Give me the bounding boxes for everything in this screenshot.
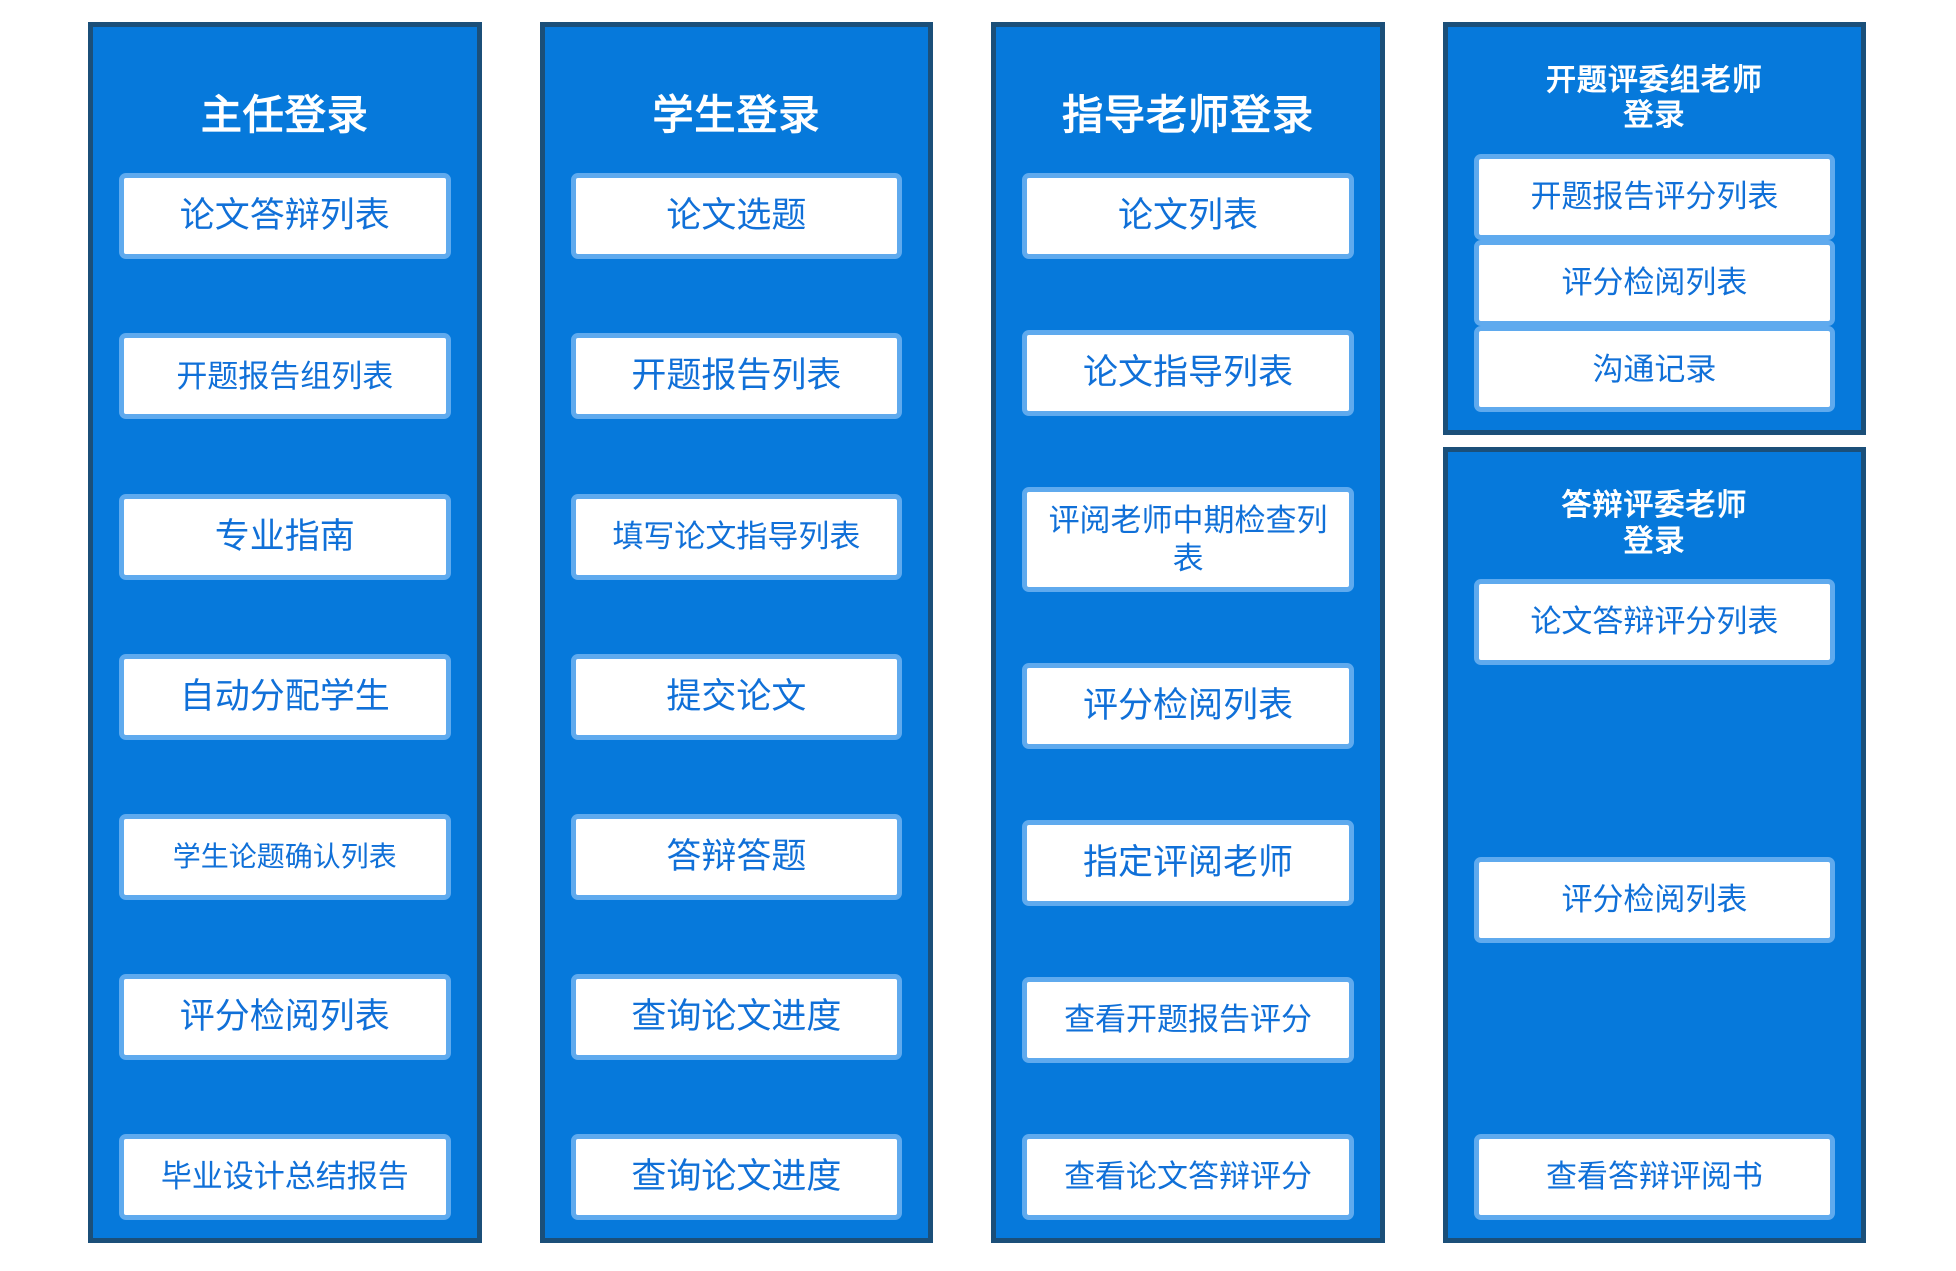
menu-item-reviewer-midterm-check-list[interactable]: 评阅老师中期检查列表	[1022, 487, 1354, 592]
menu-item-view-opening-report-score[interactable]: 查看开题报告评分	[1022, 976, 1354, 1063]
menu-item-auto-assign-students[interactable]: 自动分配学生	[119, 653, 451, 740]
menu-item-fill-thesis-guidance-list[interactable]: 填写论文指导列表	[570, 493, 903, 580]
menu-list-director: 论文答辩列表 开题报告组列表 专业指南 自动分配学生 学生论题确认列表 评分检阅…	[119, 173, 451, 1220]
menu-item-thesis-defense-score-list[interactable]: 论文答辩评分列表	[1473, 579, 1836, 666]
panel-student-login: 学生登录 论文选题 开题报告列表 填写论文指导列表 提交论文 答辩答题 查询论文…	[539, 22, 934, 1243]
menu-item-score-review-list[interactable]: 评分检阅列表	[1473, 856, 1836, 943]
panel-advisor-login: 指导老师登录 论文列表 论文指导列表 评阅老师中期检查列表 评分检阅列表 指定评…	[991, 22, 1385, 1243]
menu-item-communication-record[interactable]: 沟通记录	[1473, 326, 1836, 413]
column-director: 主任登录 论文答辩列表 开题报告组列表 专业指南 自动分配学生 学生论题确认列表…	[88, 22, 482, 1243]
menu-list-defense-review-committee: 论文答辩评分列表 评分检阅列表 查看答辩评阅书	[1473, 579, 1836, 1220]
panel-opening-review-committee-login: 开题评委组老师 登录 开题报告评分列表 评分检阅列表 沟通记录	[1442, 22, 1867, 436]
menu-item-query-thesis-progress-1[interactable]: 查询论文进度	[570, 973, 903, 1060]
menu-item-thesis-guidance-list[interactable]: 论文指导列表	[1022, 330, 1354, 417]
menu-item-thesis-defense-list[interactable]: 论文答辩列表	[119, 173, 451, 260]
panel-director-login: 主任登录 论文答辩列表 开题报告组列表 专业指南 自动分配学生 学生论题确认列表…	[88, 22, 482, 1243]
menu-item-opening-report-list[interactable]: 开题报告列表	[570, 333, 903, 420]
menu-item-score-review-list[interactable]: 评分检阅列表	[119, 973, 451, 1060]
column-advisor: 指导老师登录 论文列表 论文指导列表 评阅老师中期检查列表 评分检阅列表 指定评…	[991, 22, 1385, 1243]
menu-item-thesis-list[interactable]: 论文列表	[1022, 173, 1354, 260]
menu-item-student-topic-confirm-list[interactable]: 学生论题确认列表	[119, 813, 451, 900]
menu-item-graduation-design-summary-report[interactable]: 毕业设计总结报告	[119, 1133, 451, 1220]
panel-title-defense-review-committee: 答辩评委老师 登录	[1561, 489, 1748, 558]
menu-item-opening-report-group-list[interactable]: 开题报告组列表	[119, 333, 451, 420]
menu-item-query-thesis-progress-2[interactable]: 查询论文进度	[570, 1133, 903, 1220]
column-student: 学生登录 论文选题 开题报告列表 填写论文指导列表 提交论文 答辩答题 查询论文…	[539, 22, 934, 1243]
menu-item-defense-answer[interactable]: 答辩答题	[570, 813, 903, 900]
menu-item-assign-reviewer[interactable]: 指定评阅老师	[1022, 819, 1354, 906]
menu-item-thesis-topic-selection[interactable]: 论文选题	[570, 173, 903, 260]
panel-title-opening-review-committee: 开题评委组老师 登录	[1545, 64, 1763, 133]
menu-item-opening-report-score-list[interactable]: 开题报告评分列表	[1473, 153, 1836, 240]
panel-title-director: 主任登录	[200, 92, 369, 138]
menu-list-student: 论文选题 开题报告列表 填写论文指导列表 提交论文 答辩答题 查询论文进度 查询…	[570, 173, 903, 1220]
column-review-committees: 开题评委组老师 登录 开题报告评分列表 评分检阅列表 沟通记录 答辩评委老师 登…	[1442, 22, 1867, 1243]
menu-item-score-review-list[interactable]: 评分检阅列表	[1473, 240, 1836, 327]
menu-item-major-guide[interactable]: 专业指南	[119, 493, 451, 580]
menu-list-opening-review-committee: 开题报告评分列表 评分检阅列表 沟通记录	[1473, 153, 1836, 413]
menu-list-advisor: 论文列表 论文指导列表 评阅老师中期检查列表 评分检阅列表 指定评阅老师 查看开…	[1022, 173, 1354, 1220]
panel-title-student: 学生登录	[652, 92, 821, 138]
menu-item-view-thesis-defense-score[interactable]: 查看论文答辩评分	[1022, 1133, 1354, 1220]
menu-item-score-review-list[interactable]: 评分检阅列表	[1022, 662, 1354, 749]
panel-defense-review-committee-login: 答辩评委老师 登录 论文答辩评分列表 评分检阅列表 查看答辩评阅书	[1442, 447, 1867, 1243]
menu-item-submit-thesis[interactable]: 提交论文	[570, 653, 903, 740]
panel-title-advisor: 指导老师登录	[1062, 92, 1315, 138]
menu-item-view-defense-review-document[interactable]: 查看答辩评阅书	[1473, 1134, 1836, 1220]
